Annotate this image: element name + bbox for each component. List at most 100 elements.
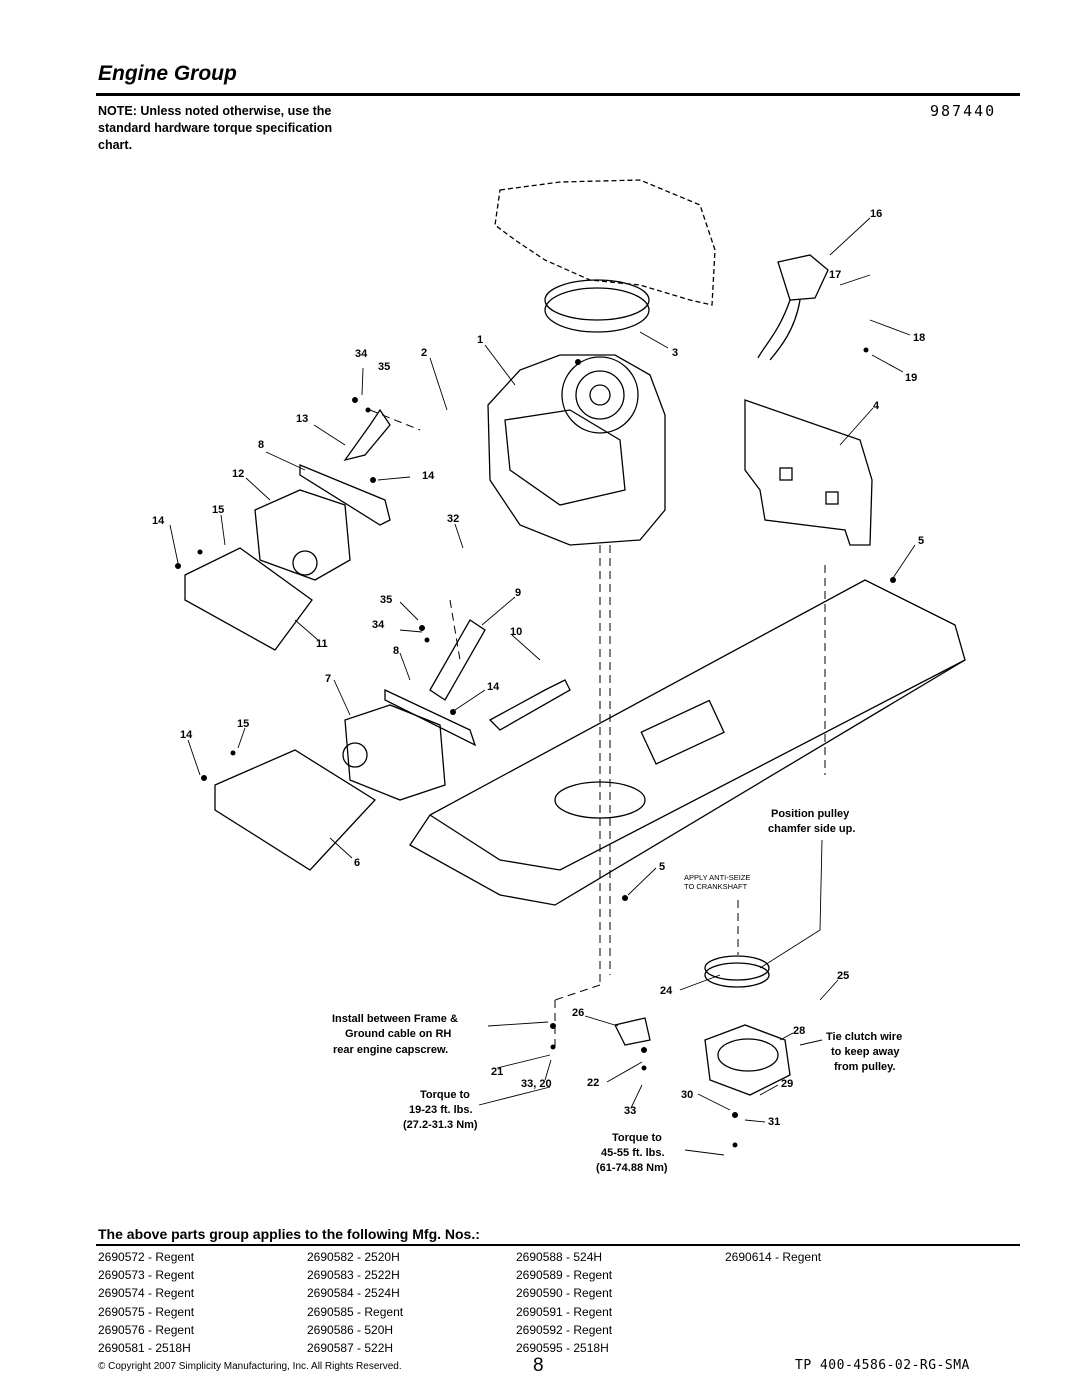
callout-35: 35 — [380, 594, 392, 606]
mfg-number: 2690583 - 2522H — [307, 1268, 400, 1283]
callout-30: 30 — [681, 1089, 693, 1101]
mfg-number: 2690573 - Regent — [98, 1268, 195, 1283]
muffler-bracket-lower — [384, 688, 477, 747]
diagram-id: 987440 — [930, 102, 997, 120]
page-title: Engine Group — [98, 62, 237, 85]
callout-8: 8 — [258, 439, 264, 451]
mfg-number: 2690572 - Regent — [98, 1250, 195, 1264]
engine-body — [487, 354, 666, 546]
electric-clutch — [704, 1024, 791, 1096]
page-number: 8 — [533, 1355, 544, 1376]
antiseize-note-line1: APPLY ANTI-SEIZE — [684, 873, 750, 882]
mfg-number: 2690591 - Regent — [516, 1304, 613, 1319]
applies-heading: The above parts group applies to the fol… — [98, 1226, 480, 1242]
mfg-number: 2690584 - 2524H — [307, 1286, 400, 1301]
mfg-number: 2690585 - Regent — [307, 1304, 404, 1319]
mfg-number — [725, 1339, 934, 1357]
callout-29: 29 — [781, 1078, 793, 1090]
callout-8: 8 — [393, 645, 399, 657]
torque-a-line3: (27.2-31.3 Nm) — [403, 1119, 478, 1131]
torque-b-line1: Torque to — [612, 1132, 662, 1144]
callout-24: 24 — [660, 985, 673, 997]
torque-note: NOTE: Unless noted otherwise, use the st… — [98, 104, 333, 152]
mfg-number: 2690589 - Regent — [516, 1268, 613, 1283]
ground-note-line1: Install between Frame & — [332, 1013, 458, 1025]
callout-34: 34 — [372, 619, 385, 631]
callout-4: 4 — [873, 400, 880, 412]
ground-note-line2: Ground cable on RH — [345, 1028, 451, 1040]
callout-19: 19 — [905, 372, 917, 384]
mfg-number: 2690592 - Regent — [516, 1322, 613, 1337]
muffler-upper — [254, 489, 351, 581]
document-code: TP 400-4586-02-RG-SMA — [795, 1358, 970, 1373]
callout-14: 14 — [180, 729, 193, 741]
callout-5: 5 — [659, 861, 665, 873]
fuel-filter — [777, 254, 829, 301]
clutch-note-line3: from pulley. — [834, 1061, 896, 1073]
torque-a-line2: 19-23 ft. lbs. — [409, 1104, 473, 1116]
callout-18: 18 — [913, 332, 925, 344]
engine-shroud — [494, 179, 716, 306]
mfg-number: 2690590 - Regent — [516, 1286, 613, 1301]
callout-35: 35 — [378, 361, 390, 373]
muffler-bracket-upper — [299, 464, 391, 526]
mfg-number — [725, 1303, 934, 1321]
callout-13: 13 — [296, 413, 308, 425]
air-cleaner — [544, 287, 650, 333]
mfg-number: 2690587 - 522H — [307, 1341, 394, 1356]
callout-7: 7 — [325, 673, 331, 685]
engine-pulley — [704, 962, 770, 988]
callout-15: 15 — [212, 504, 224, 516]
callout-22: 22 — [587, 1077, 599, 1089]
title-rule — [96, 93, 1020, 96]
callout-33-20: 33, 20 — [521, 1078, 552, 1090]
mfg-number: 2690588 - 524H — [516, 1250, 603, 1264]
mfg-number: 2690614 - Regent — [725, 1250, 822, 1264]
mfg-number — [725, 1284, 934, 1302]
callout-28: 28 — [793, 1025, 805, 1037]
mfg-number: 2690574 - Regent — [98, 1286, 195, 1301]
mfg-number — [725, 1321, 934, 1339]
mfg-number-grid: 2690572 - Regent 2690582 - 2520H 2690588… — [98, 1248, 958, 1357]
callout-17: 17 — [829, 269, 841, 281]
clutch-note-line1: Tie clutch wire — [826, 1031, 902, 1043]
callout-32: 32 — [447, 513, 459, 525]
mfg-number: 2690582 - 2520H — [307, 1250, 400, 1264]
mfg-number: 2690581 - 2518H — [98, 1341, 191, 1356]
mfg-number: 2690576 - Regent — [98, 1322, 195, 1337]
callout-34: 34 — [355, 348, 368, 360]
engine-flywheel — [561, 356, 639, 434]
applies-rule — [96, 1244, 1020, 1246]
muffler-lower — [344, 704, 446, 801]
engine-shield-panel — [744, 399, 873, 546]
copyright-notice: © Copyright 2007 Simplicity Manufacturin… — [98, 1361, 402, 1372]
callout-6: 6 — [354, 857, 360, 869]
callout-10: 10 — [510, 626, 522, 638]
callout-12: 12 — [232, 468, 244, 480]
mfg-number — [725, 1266, 934, 1284]
callout-14: 14 — [152, 515, 165, 527]
callout-26: 26 — [572, 1007, 584, 1019]
torque-b-line2: 45-55 ft. lbs. — [601, 1147, 665, 1159]
heat-shield-lower — [214, 749, 377, 871]
callout-11: 11 — [316, 638, 328, 650]
callout-1: 1 — [477, 334, 483, 346]
callout-9: 9 — [515, 587, 521, 599]
callout-33: 33 — [624, 1105, 636, 1117]
clutch-bracket — [614, 1017, 651, 1046]
callout-14: 14 — [487, 681, 500, 693]
callout-16: 16 — [870, 208, 882, 220]
torque-a-line1: Torque to — [420, 1089, 470, 1101]
ground-note-line3: rear engine capscrew. — [333, 1044, 448, 1056]
tractor-frame — [409, 579, 966, 906]
pulley-note-line1: Position pulley — [771, 808, 850, 820]
exhaust-pipe-lower — [429, 619, 486, 701]
pulley-note-line2: chamfer side up. — [768, 823, 855, 835]
callout-2: 2 — [421, 347, 427, 359]
callout-14: 14 — [422, 470, 435, 482]
antiseize-note-line2: TO CRANKSHAFT — [684, 882, 748, 891]
clutch-note-line2: to keep away — [831, 1046, 900, 1058]
engine-exploded-diagram: 16 17 18 19 4 5 3 1 2 34 35 13 8 12 14 1… — [152, 179, 966, 1174]
mfg-number: 2690575 - Regent — [98, 1304, 195, 1319]
mfg-number: 2690595 - 2518H — [516, 1341, 609, 1356]
